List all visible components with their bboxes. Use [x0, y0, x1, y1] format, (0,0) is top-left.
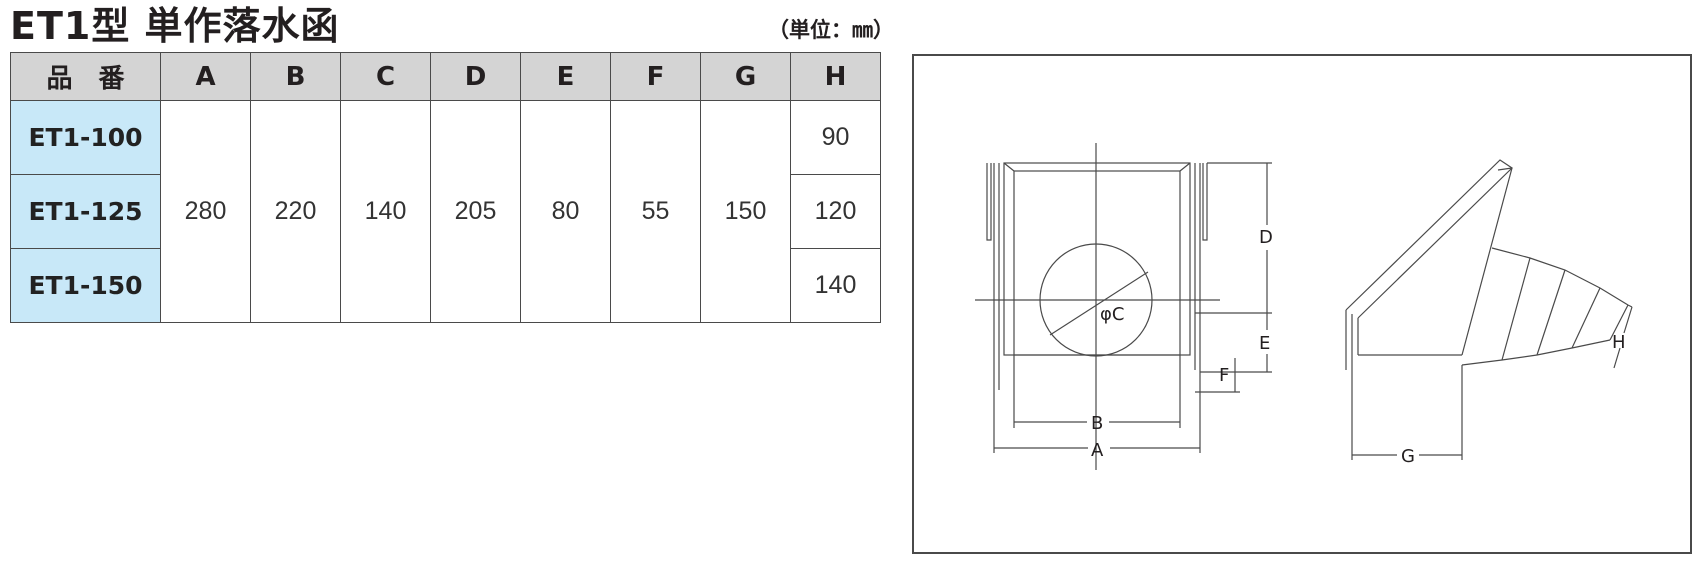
front-view	[975, 143, 1272, 470]
part-number-cell: ET1-100	[10, 100, 161, 175]
dimension-label-h: H	[1612, 332, 1626, 353]
header-a: A	[160, 52, 251, 101]
header-h: H	[790, 52, 881, 101]
dimension-label-b: B	[1091, 413, 1103, 434]
table-row: ET1-100 280 220 140 205 80 55 150 90	[10, 100, 881, 323]
dimension-label-c: φC	[1100, 304, 1124, 325]
unit-label: （単位：㎜）	[768, 18, 894, 42]
dimension-label-a: A	[1091, 440, 1104, 461]
part-number-cell: ET1-125	[10, 174, 161, 249]
diagram-frame	[912, 54, 1692, 554]
value-b: 220	[250, 100, 341, 323]
side-view-labels: G H	[1401, 332, 1626, 467]
dimension-label-d: D	[1259, 227, 1273, 248]
table-row: ET1-150 140	[10, 248, 881, 323]
table-header-row: 品 番 A B C D E F G H	[10, 52, 881, 101]
dimension-label-e: E	[1259, 333, 1270, 354]
spec-table: 品 番 A B C D E F G H ET1-100 280 220 140 …	[10, 52, 881, 323]
value-g: 150	[700, 100, 791, 323]
header-e: E	[520, 52, 611, 101]
value-h: 140	[790, 248, 881, 323]
header-part-number: 品 番	[10, 52, 161, 101]
page-title: ET1型 単作落水函	[10, 4, 340, 48]
side-view	[1345, 159, 1633, 460]
value-c: 140	[340, 100, 431, 323]
dimension-label-g: G	[1401, 446, 1415, 467]
header-g: G	[700, 52, 791, 101]
table-row: ET1-125 120	[10, 174, 881, 249]
part-number-cell: ET1-150	[10, 248, 161, 323]
value-d: 205	[430, 100, 521, 323]
dimension-label-f: F	[1219, 365, 1229, 386]
header-f: F	[610, 52, 701, 101]
value-a: 280	[160, 100, 251, 323]
front-view-labels: B A φC D E F	[1091, 227, 1273, 461]
value-h: 90	[790, 100, 881, 175]
value-e: 80	[520, 100, 611, 323]
value-f: 55	[610, 100, 701, 323]
